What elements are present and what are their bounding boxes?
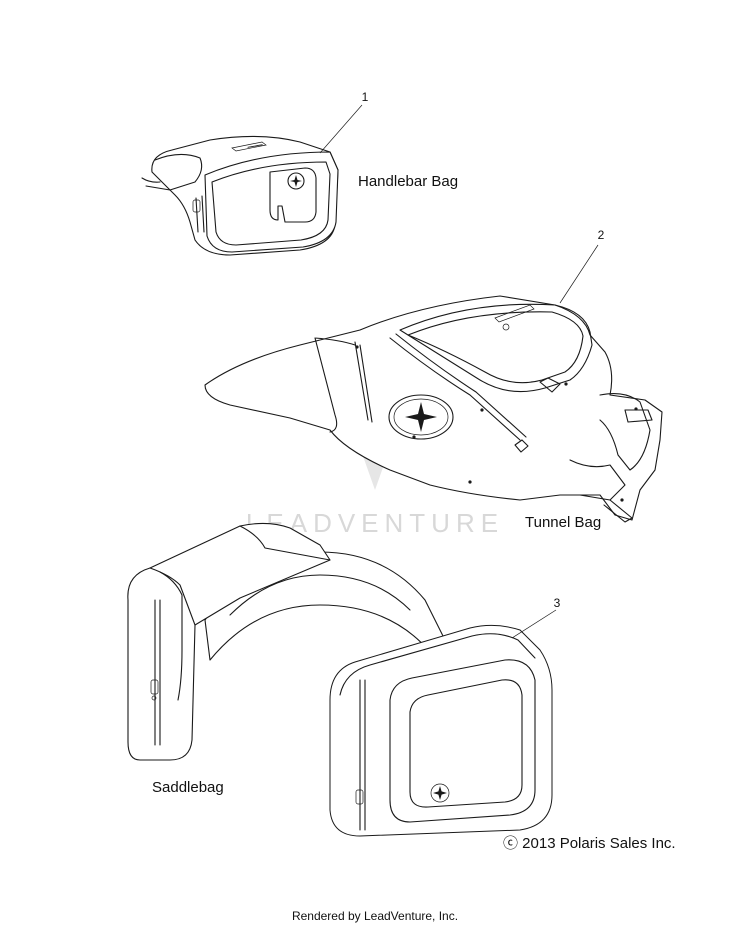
tunnel-bag-star-logo-icon xyxy=(405,402,437,432)
callout-number-3: 3 xyxy=(554,596,561,610)
handlebar-bag-brand-mark: ━━━━━ xyxy=(246,142,264,151)
callout-number-1: 1 xyxy=(362,90,369,104)
handlebar-bag-star-logo-icon xyxy=(290,175,302,187)
rendered-by-footer: Rendered by LeadVenture, Inc. xyxy=(292,909,458,923)
saddlebag-drawing xyxy=(127,522,553,837)
callout-number-2: 2 xyxy=(598,228,605,242)
handlebar-bag-drawing: ━━━━━ xyxy=(141,135,339,256)
callout-leader-1 xyxy=(319,104,363,154)
callout-leader-3 xyxy=(511,609,557,639)
saddlebag-star-logo-icon xyxy=(433,786,447,800)
callout-leader-2 xyxy=(559,244,599,304)
callout-label-saddlebag: Saddlebag xyxy=(152,779,224,796)
tunnel-bag-drawing xyxy=(204,295,663,523)
callout-label-tunnel-bag: Tunnel Bag xyxy=(525,514,601,531)
copyright-notice: ⓒ 2013 Polaris Sales Inc. xyxy=(503,835,676,852)
callout-label-handlebar-bag: Handlebar Bag xyxy=(358,173,458,190)
